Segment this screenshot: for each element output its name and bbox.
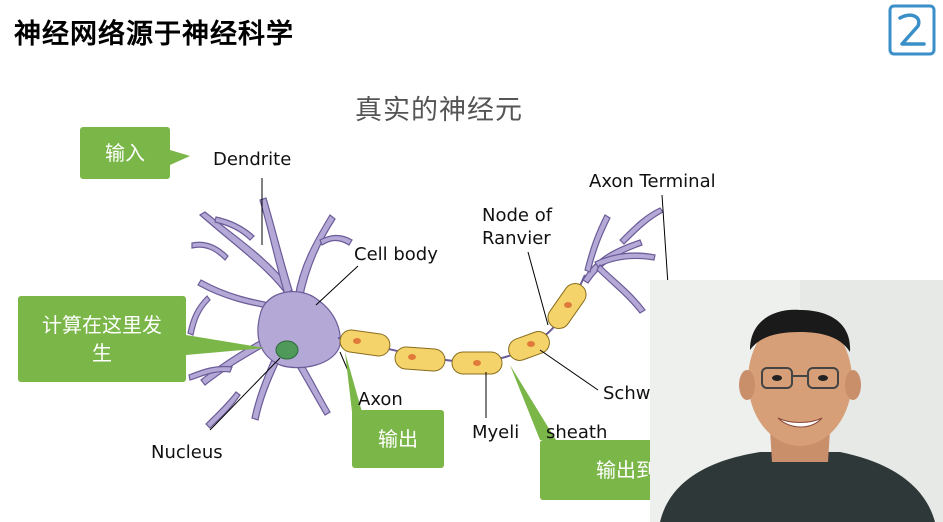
presenter-video-image: [650, 280, 943, 522]
label-axon: Axon: [358, 389, 403, 410]
callout-output: 输出: [352, 410, 444, 468]
label-axon-terminal: Axon Terminal: [589, 171, 716, 192]
cell-body-shape: [257, 291, 341, 369]
callout-compute-line2: 生: [92, 341, 112, 365]
callout-input: 输入: [80, 127, 170, 179]
callout-compute: 计算在这里发 生: [18, 296, 186, 382]
callout-compute-line1: 计算在这里发: [42, 313, 162, 337]
slide-subtitle: 真实的神经元: [355, 95, 523, 126]
logo-icon: [888, 4, 936, 56]
label-myelin-part2: sheath: [546, 422, 608, 443]
nucleus-shape: [275, 340, 299, 360]
label-node-of-ranvier-line2: Ranvier: [482, 228, 551, 249]
label-cell-body: Cell body: [354, 244, 438, 265]
label-node-of-ranvier-line1: Node of: [482, 205, 553, 226]
label-myelin-part1: Myeli: [472, 422, 520, 443]
page-title: 神经网络源于神经科学: [14, 19, 294, 50]
label-nucleus: Nucleus: [151, 442, 223, 463]
label-dendrite: Dendrite: [213, 149, 292, 170]
